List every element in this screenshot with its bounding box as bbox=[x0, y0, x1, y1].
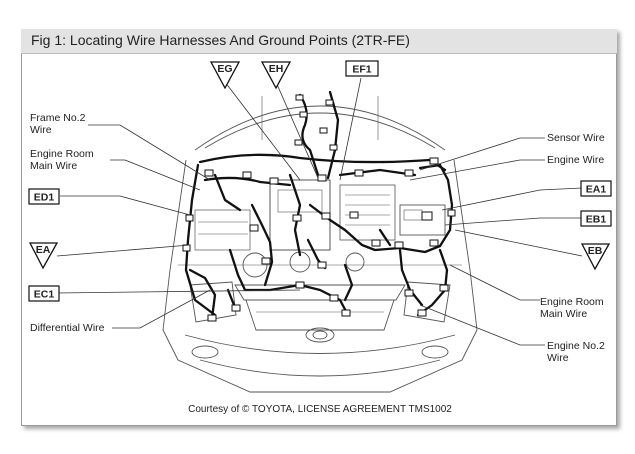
figure-title: Fig 1: Locating Wire Harnesses And Groun… bbox=[31, 32, 410, 48]
engine-no2-wire-label-line2: Wire bbox=[547, 352, 569, 364]
connector-ea1: EA1 bbox=[580, 180, 612, 197]
connector-ed1: ED1 bbox=[28, 188, 60, 205]
engine-room-main-wire-left-line2: Main Wire bbox=[30, 160, 77, 172]
left-labels: Frame No.2 Wire Engine Room Main Wire Di… bbox=[30, 112, 105, 334]
engine-no2-wire-label-line1: Engine No.2 bbox=[547, 340, 605, 352]
connector-eb1-label: EB1 bbox=[586, 214, 607, 226]
frame-no2-wire-label-line1: Frame No.2 bbox=[30, 112, 86, 124]
figure-credit: Courtesy of © TOYOTA, LICENSE AGREEMENT … bbox=[188, 404, 452, 415]
frame-no2-wire-label-line2: Wire bbox=[30, 124, 52, 136]
harness-connectors bbox=[182, 94, 456, 322]
engine-room-main-wire-right-line2: Main Wire bbox=[540, 308, 587, 320]
right-labels: Sensor Wire Engine Wire Engine Room Main… bbox=[540, 132, 605, 364]
engine-room-main-wire-right-line1: Engine Room bbox=[540, 296, 604, 308]
sensor-wire-label: Sensor Wire bbox=[547, 132, 605, 144]
connector-eb1: EB1 bbox=[580, 210, 612, 227]
connector-ec1: EC1 bbox=[28, 285, 60, 302]
ground-eh-label: EH bbox=[269, 63, 284, 75]
engine-wire-label: Engine Wire bbox=[547, 154, 604, 166]
differential-wire-label: Differential Wire bbox=[30, 322, 105, 334]
ground-ea-label: EA bbox=[36, 244, 51, 256]
connector-ef1: EF1 bbox=[345, 60, 379, 77]
ground-point-eh: EH bbox=[260, 61, 292, 90]
ground-point-ea: EA bbox=[28, 242, 59, 270]
connector-ed1-label: ED1 bbox=[34, 192, 55, 204]
connector-ef1-label: EF1 bbox=[352, 64, 371, 76]
connector-ec1-label: EC1 bbox=[34, 289, 55, 301]
ground-eg-label: EG bbox=[217, 63, 232, 75]
title-bar: Fig 1: Locating Wire Harnesses And Groun… bbox=[21, 29, 617, 54]
engine-room-main-wire-left-line1: Engine Room bbox=[30, 148, 94, 160]
ground-point-eb: EB bbox=[580, 243, 611, 271]
ground-eb-label: EB bbox=[588, 245, 603, 257]
ground-point-eg: EG bbox=[209, 61, 241, 90]
connector-ea1-label: EA1 bbox=[586, 184, 607, 196]
leader-lines bbox=[56, 77, 583, 346]
